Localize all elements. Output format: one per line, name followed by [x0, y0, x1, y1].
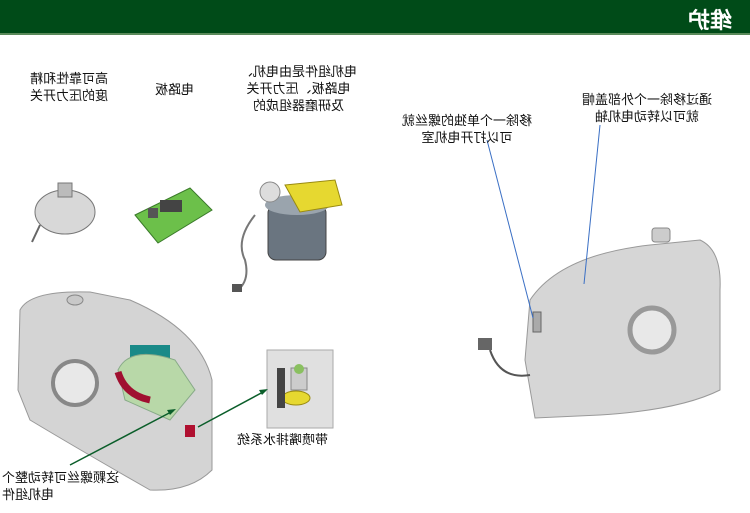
label-line: 可以打开电机室: [421, 131, 513, 146]
label-line: 就可以转动电机轴: [595, 110, 700, 125]
label-line: 高可靠性和精: [30, 72, 109, 87]
label-line: 及研磨器组成的: [253, 99, 345, 114]
label-pressure-switch: 高可靠性和精 度的压力开关: [30, 71, 108, 105]
right-unit-image: [478, 227, 721, 419]
label-line: 电机组件: [2, 488, 55, 503]
label-line: 电机组件是由电机、: [240, 65, 358, 80]
header-bar: 维护: [0, 0, 750, 35]
label-circuit-board: 电路板: [155, 83, 195, 98]
label-drain: 带喷嘴排水系统: [237, 433, 329, 448]
label-line: 电路板、压力开关: [246, 82, 351, 97]
left-unit-image: [17, 291, 213, 491]
motor-assembly-image: [232, 179, 343, 292]
drain-inset-image: [266, 349, 334, 429]
label-line: 通过移除一个外部盖帽: [582, 93, 713, 108]
pointer-line-screw: [486, 139, 534, 319]
label-rotate-screw: 这颗螺丝可转动整个 电机组件: [2, 470, 119, 504]
pressure-switch-image: [31, 182, 96, 243]
arrow-rotate-screw: [69, 410, 174, 466]
label-external-cap: 通过移除一个外部盖帽 就可以转动电机轴: [582, 92, 712, 126]
label-line: 移除一个单独的螺丝就: [402, 114, 533, 129]
label-line: 这颗螺丝可转动整个: [2, 471, 120, 486]
label-motor-assembly: 电机组件是由电机、 电路板、压力开关 及研磨器组成的: [240, 64, 357, 115]
pointer-line-cap: [583, 124, 601, 285]
label-line: 度的压力开关: [30, 89, 109, 104]
label-single-screw: 移除一个单独的螺丝就 可以打开电机室: [402, 113, 532, 147]
arrow-drain: [197, 390, 266, 428]
circuit-board-image: [134, 187, 213, 244]
